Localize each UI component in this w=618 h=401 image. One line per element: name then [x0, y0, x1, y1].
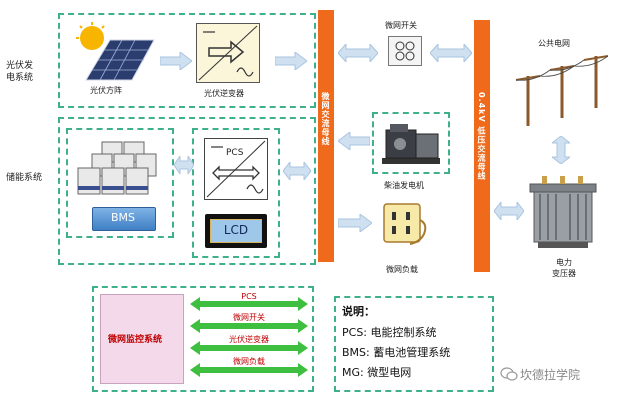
micro-ac-bus [318, 10, 334, 262]
pcs-label: PCS [226, 148, 244, 158]
bms-box [92, 207, 156, 231]
lcd-screen [210, 219, 262, 243]
pv-inverter-label: 光伏逆变器 [204, 89, 244, 98]
wechat-icon [500, 366, 518, 382]
arrow-bus-switch [337, 42, 379, 66]
transformer-icon [528, 176, 598, 250]
arrow-grid-transformer [550, 135, 572, 168]
monitor-link-inverter: 光伏逆变器 [229, 335, 269, 344]
diesel-generator-icon [380, 118, 442, 168]
watermark-text: 坎德拉学院 [520, 368, 581, 382]
arrow-diesel-to-bus [337, 131, 371, 154]
micro-switch-label: 微网开关 [385, 21, 417, 30]
legend-box [334, 296, 494, 392]
arrow-lvbus-transformer [493, 200, 525, 224]
arrow-inverter-to-bus [274, 51, 308, 74]
solar-panel-icon [70, 22, 155, 82]
battery-frame [66, 128, 174, 238]
micro-load-icon [380, 200, 428, 246]
solar-panel-label: 光伏方阵 [90, 86, 122, 95]
legend-line-mg: MG: 微型电网 [342, 366, 412, 379]
monitor-label: 微网监控系统 [108, 335, 163, 345]
legend-line-pcs: PCS: 电能控制系统 [342, 326, 437, 339]
monitor-box [100, 294, 184, 384]
micro-switch-icon [388, 36, 422, 66]
pv-system-frame [58, 13, 316, 108]
micro-ac-bus-label: 微网交流母线 [321, 92, 330, 146]
power-pole-icon [512, 52, 609, 126]
bms-label: BMS [110, 211, 136, 224]
storage-system-label: 储能系统 [6, 173, 43, 183]
micro-load-label: 微网负载 [386, 265, 418, 274]
diesel-label: 柴油发电机 [384, 181, 424, 190]
arrow-battery-pcs [173, 154, 195, 178]
battery-bank-icon [72, 140, 168, 200]
diesel-frame [372, 112, 450, 174]
pcs-frame [192, 128, 280, 258]
pcs-icon [204, 138, 268, 200]
pv-inverter-icon [196, 23, 260, 83]
lcd-label: LCD [223, 223, 249, 237]
storage-system-frame [58, 117, 316, 265]
arrow-pcs-bus [282, 160, 312, 184]
arrow-switch-lvbus [429, 42, 473, 66]
arrow-bus-to-load [337, 213, 373, 236]
monitor-link-load: 微网负载 [233, 357, 265, 366]
arrow-panel-to-inverter [159, 51, 193, 74]
lv-ac-bus-label: 0.4kV 低压交流母线 [477, 92, 486, 181]
monitor-link-switch: 微网开关 [233, 313, 265, 322]
public-grid-label: 公共电网 [538, 39, 570, 48]
lv-ac-bus [474, 20, 490, 272]
monitor-links [190, 297, 308, 377]
legend-title: 说明： [342, 305, 375, 318]
legend-line-bms: BMS: 蓄电池管理系统 [342, 346, 451, 359]
monitor-link-pcs: PCS [241, 292, 257, 301]
monitor-frame [92, 286, 314, 392]
pv-system-label: 光伏发 电系统 [6, 61, 34, 83]
transformer-label: 电力 变压器 [552, 258, 576, 278]
